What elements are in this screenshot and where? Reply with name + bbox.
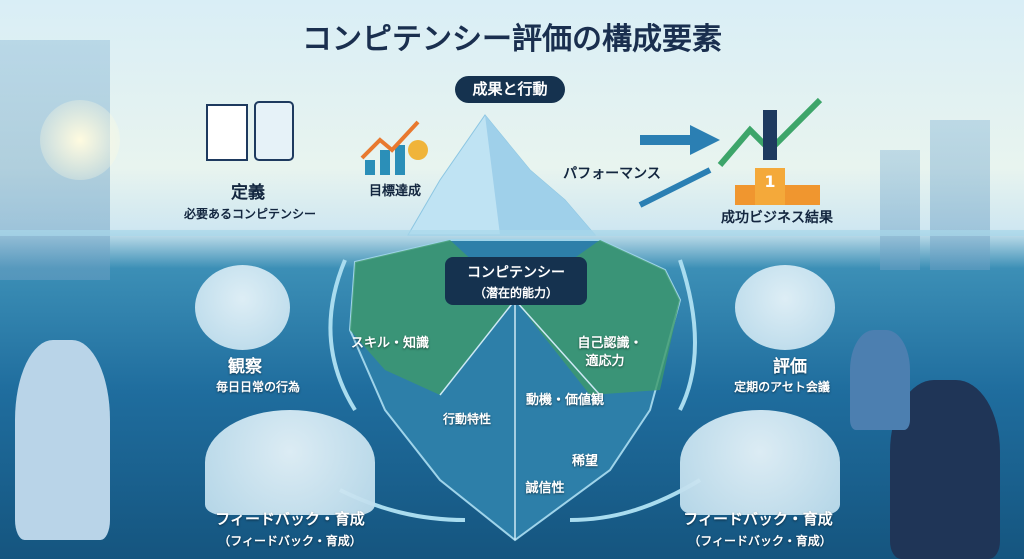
feedback-left-sub: （フィードバック・育成） (218, 534, 362, 548)
background-building (880, 150, 920, 270)
podium-number: 1 (764, 172, 776, 191)
success-label: 成功ビジネス結果 (721, 210, 833, 226)
core-title: コンピテンシー (467, 265, 565, 281)
success-arrow-icon (717, 97, 823, 167)
observe-label: 観察 (228, 357, 262, 377)
cycle-arrow-left (328, 259, 357, 412)
definition-label: 定義 (231, 183, 265, 203)
core-sub: （潜在的能力） (473, 286, 558, 300)
performance-arrow-head (690, 125, 720, 155)
performance-label: パフォーマンス (563, 166, 661, 182)
performance-arrow (638, 167, 712, 208)
evaluate-sub: 定期のアセト会議 (734, 380, 830, 394)
top-badge: 成果と行動 (455, 76, 565, 103)
feedback-right-illustration (680, 410, 840, 515)
background-building (930, 120, 990, 270)
person-illustration (850, 330, 910, 430)
growth-arrow-icon (360, 120, 420, 160)
integrity-label: 誠信性 (525, 481, 565, 496)
feedback-left-label: フィードバック・育成 (215, 510, 365, 528)
definition-sub: 必要あるコンピテンシー (183, 207, 317, 221)
person-illustration (15, 340, 110, 540)
feedback-left-illustration (205, 410, 375, 515)
document-icon (206, 104, 248, 161)
core-box: コンピテンシー （潜在的能力） (445, 257, 587, 305)
evaluate-label: 評価 (773, 357, 807, 377)
feedback-right-label: フィードバック・育成 (683, 510, 833, 528)
aspiration-label: 稀望 (571, 454, 599, 469)
behavior-label: 行動特性 (442, 412, 492, 426)
sun-glow (40, 100, 120, 180)
evaluate-illustration (735, 265, 835, 350)
medal-icon (408, 140, 428, 160)
feedback-right-sub: （フィードバック・育成） (688, 534, 832, 548)
page-title: コンピテンシー評価の構成要素 (302, 22, 722, 57)
goal-label: 目標達成 (368, 184, 422, 199)
motivation-label: 動機・価値観 (525, 393, 605, 408)
observe-illustration (195, 265, 290, 350)
iceberg-tip-shade (485, 115, 595, 235)
observe-sub: 毎日日常の行為 (215, 380, 301, 394)
cycle-arrow-right (678, 259, 697, 411)
checklist-icon (254, 101, 294, 161)
skills-label: スキル・知識 (350, 336, 430, 351)
self-awareness-label-2: 適応力 (585, 354, 625, 369)
self-awareness-label: 自己認識・ (577, 336, 643, 351)
water-line (0, 230, 1024, 236)
